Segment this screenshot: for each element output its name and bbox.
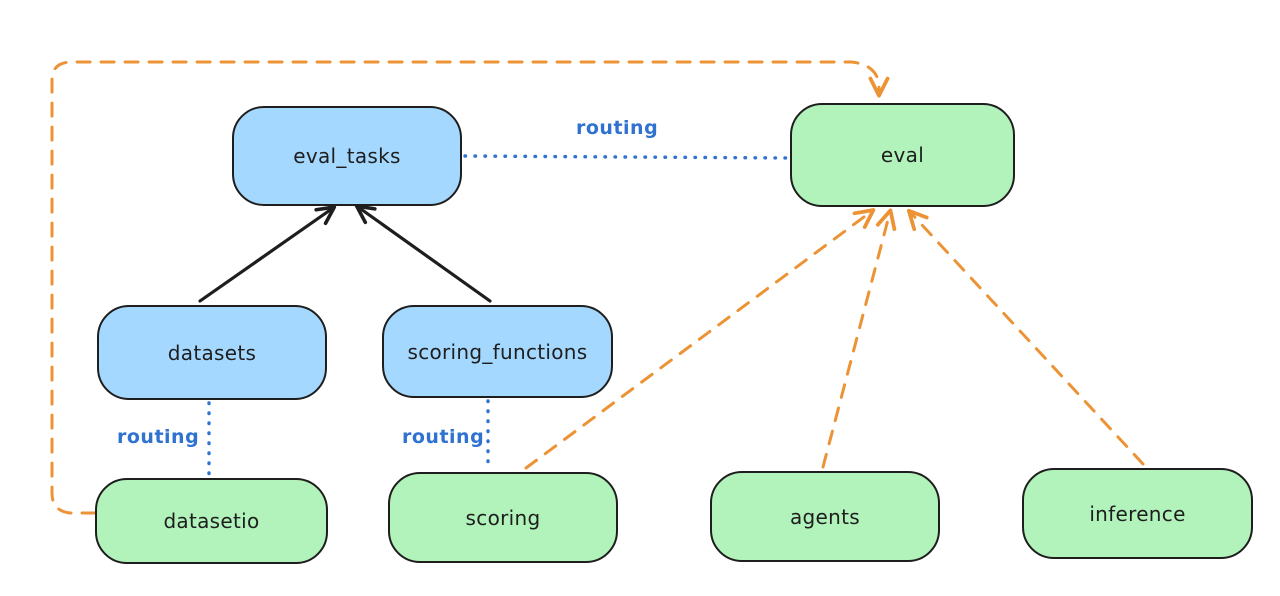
edge-agents-to-eval-dashed-arrow xyxy=(821,208,897,469)
node-scoring-functions: scoring_functions xyxy=(382,305,613,398)
node-eval-tasks: eval_tasks xyxy=(232,106,462,206)
node-agents-label: agents xyxy=(790,504,860,529)
node-agents: agents xyxy=(710,471,940,562)
node-eval-tasks-label: eval_tasks xyxy=(293,144,401,168)
edge-label-routing-eval-tasks-eval: routing xyxy=(576,117,659,139)
node-datasets: datasets xyxy=(97,305,327,400)
node-eval-label: eval xyxy=(880,143,925,167)
edge-label-routing-datasets-datasetio: routing xyxy=(117,426,200,448)
node-datasetio-label: datasetio xyxy=(163,509,260,533)
edge-inference-to-eval-dashed-arrow xyxy=(906,208,1145,466)
node-inference-label: inference xyxy=(1089,501,1186,526)
edge-datasetio-to-eval-dashed-arrow xyxy=(50,60,890,515)
edge-label-routing-scoring-functions-scoring: routing xyxy=(402,426,485,448)
edge-scoring-functions-to-eval-tasks-arrow xyxy=(354,204,492,303)
node-inference: inference xyxy=(1022,468,1253,559)
edge-eval-tasks-to-eval-dotted xyxy=(463,154,791,160)
node-eval: eval xyxy=(790,103,1015,207)
edge-datasets-to-eval-tasks-arrow xyxy=(198,205,337,303)
node-datasets-label: datasets xyxy=(167,340,257,365)
node-datasetio: datasetio xyxy=(95,478,328,564)
node-scoring: scoring xyxy=(388,472,618,563)
node-scoring-functions-label: scoring_functions xyxy=(407,339,588,364)
edge-scoring-to-eval-dashed-arrow xyxy=(524,208,876,470)
node-scoring-label: scoring xyxy=(465,505,541,530)
